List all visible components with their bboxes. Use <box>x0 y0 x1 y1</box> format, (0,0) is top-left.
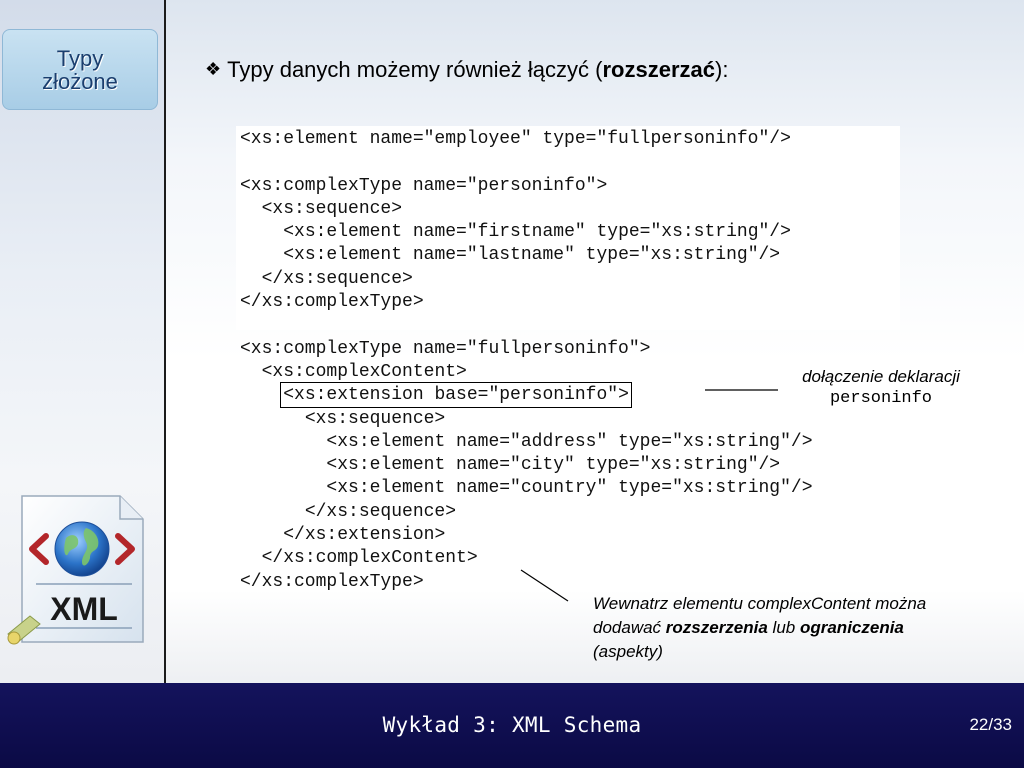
code-line: <xs:element name="firstname" type="xs:st… <box>240 221 813 244</box>
complexcontent-annotation: Wewnatrz elementu complexContent można d… <box>593 592 933 664</box>
code-line <box>240 151 813 174</box>
highlighted-extension-code: <xs:extension base="personinfo"> <box>280 382 632 409</box>
annotation-text-2: lub <box>767 618 800 637</box>
bullet-diamond-icon: ❖ <box>205 59 222 79</box>
code-line: <xs:complexType name="personinfo"> <box>240 175 813 198</box>
section-title: Typy złożone <box>42 45 118 94</box>
extension-annotation: dołączenie deklaracji personinfo <box>778 367 984 408</box>
code-line: <xs:element name="city" type="xs:string"… <box>240 454 813 477</box>
code-panel-background <box>236 126 900 330</box>
bullet-point: ❖Typy danych możemy również łączyć (rozs… <box>205 57 728 83</box>
code-line-text: <xs:complexType name="fullpersoninfo"> <box>240 338 651 359</box>
annotation-bold-1: rozszerzenia <box>665 618 768 637</box>
code-line: <xs:complexType name="fullpersoninfo"> <box>240 338 813 361</box>
code-line-text: <xs:sequence> <box>304 408 446 429</box>
code-line-text: <xs:element name="employee" type="fullpe… <box>240 129 791 149</box>
code-line: </xs:extension> <box>240 524 813 547</box>
sidebar-divider <box>164 0 166 683</box>
code-line: </xs:complexType> <box>240 291 813 314</box>
code-line-text: <xs:element name="country" type="xs:stri… <box>326 478 813 499</box>
code-line: <xs:element name="country" type="xs:stri… <box>240 477 813 500</box>
code-line-text: </xs:complexType> <box>240 292 424 313</box>
code-line-text: <xs:complexType name="personinfo"> <box>240 175 608 196</box>
footer-bar: Wykład 3: XML Schema 22/33 <box>0 683 1024 768</box>
code-line: <xs:element name="employee" type="fullpe… <box>240 128 813 151</box>
xml-file-globe-icon: XML <box>7 495 144 645</box>
code-line-text: </xs:complexType> <box>240 571 424 592</box>
annotation-text-3: (aspekty) <box>593 642 663 661</box>
code-line-text: <xs:element name="address" type="xs:stri… <box>326 431 813 452</box>
code-line: <xs:sequence> <box>240 408 813 431</box>
code-line-text: <xs:element name="firstname" type="xs:st… <box>283 222 791 243</box>
code-line: </xs:sequence> <box>240 268 813 291</box>
extension-annotation-text: dołączenie deklaracji <box>802 367 960 386</box>
code-line: <xs:complexContent> <box>240 361 813 384</box>
code-line: </xs:sequence> <box>240 501 813 524</box>
code-line-text: <xs:element name="city" type="xs:string"… <box>326 455 781 476</box>
code-line: <xs:sequence> <box>240 198 813 221</box>
annotation-bold-2: ograniczenia <box>799 618 904 637</box>
code-line <box>240 314 813 337</box>
xml-logo-text: XML <box>50 591 118 627</box>
bullet-bold-text: rozszerzać <box>602 57 715 82</box>
code-line-text: </xs:sequence> <box>304 501 457 522</box>
code-line-text: </xs:complexContent> <box>261 548 478 569</box>
code-line-text: <xs:complexContent> <box>261 361 467 382</box>
footer-title: Wykład 3: XML Schema <box>382 713 642 737</box>
bullet-text-end: ): <box>715 57 729 82</box>
code-line: </xs:complexType> <box>240 571 813 594</box>
code-line-text: </xs:extension> <box>283 525 446 546</box>
bullet-text: Typy danych możemy również łączyć ( <box>227 57 603 82</box>
section-title-box: Typy złożone <box>2 29 158 110</box>
annotation-text-1: Wewnatrz elementu complexContent można d… <box>593 594 927 637</box>
code-line: <xs:element name="address" type="xs:stri… <box>240 431 813 454</box>
code-line: <xs:extension base="personinfo"> <box>240 382 813 409</box>
xsd-code-listing: <xs:element name="employee" type="fullpe… <box>240 128 813 594</box>
code-line: </xs:complexContent> <box>240 547 813 570</box>
code-line-text: <xs:sequence> <box>261 198 403 219</box>
page-number: 22/33 <box>969 715 1012 734</box>
code-line-text: <xs:element name="lastname" type="xs:str… <box>283 245 781 266</box>
code-line-text: </xs:sequence> <box>261 268 413 289</box>
code-line: <xs:element name="lastname" type="xs:str… <box>240 244 813 267</box>
extension-annotation-code: personinfo <box>829 389 933 408</box>
